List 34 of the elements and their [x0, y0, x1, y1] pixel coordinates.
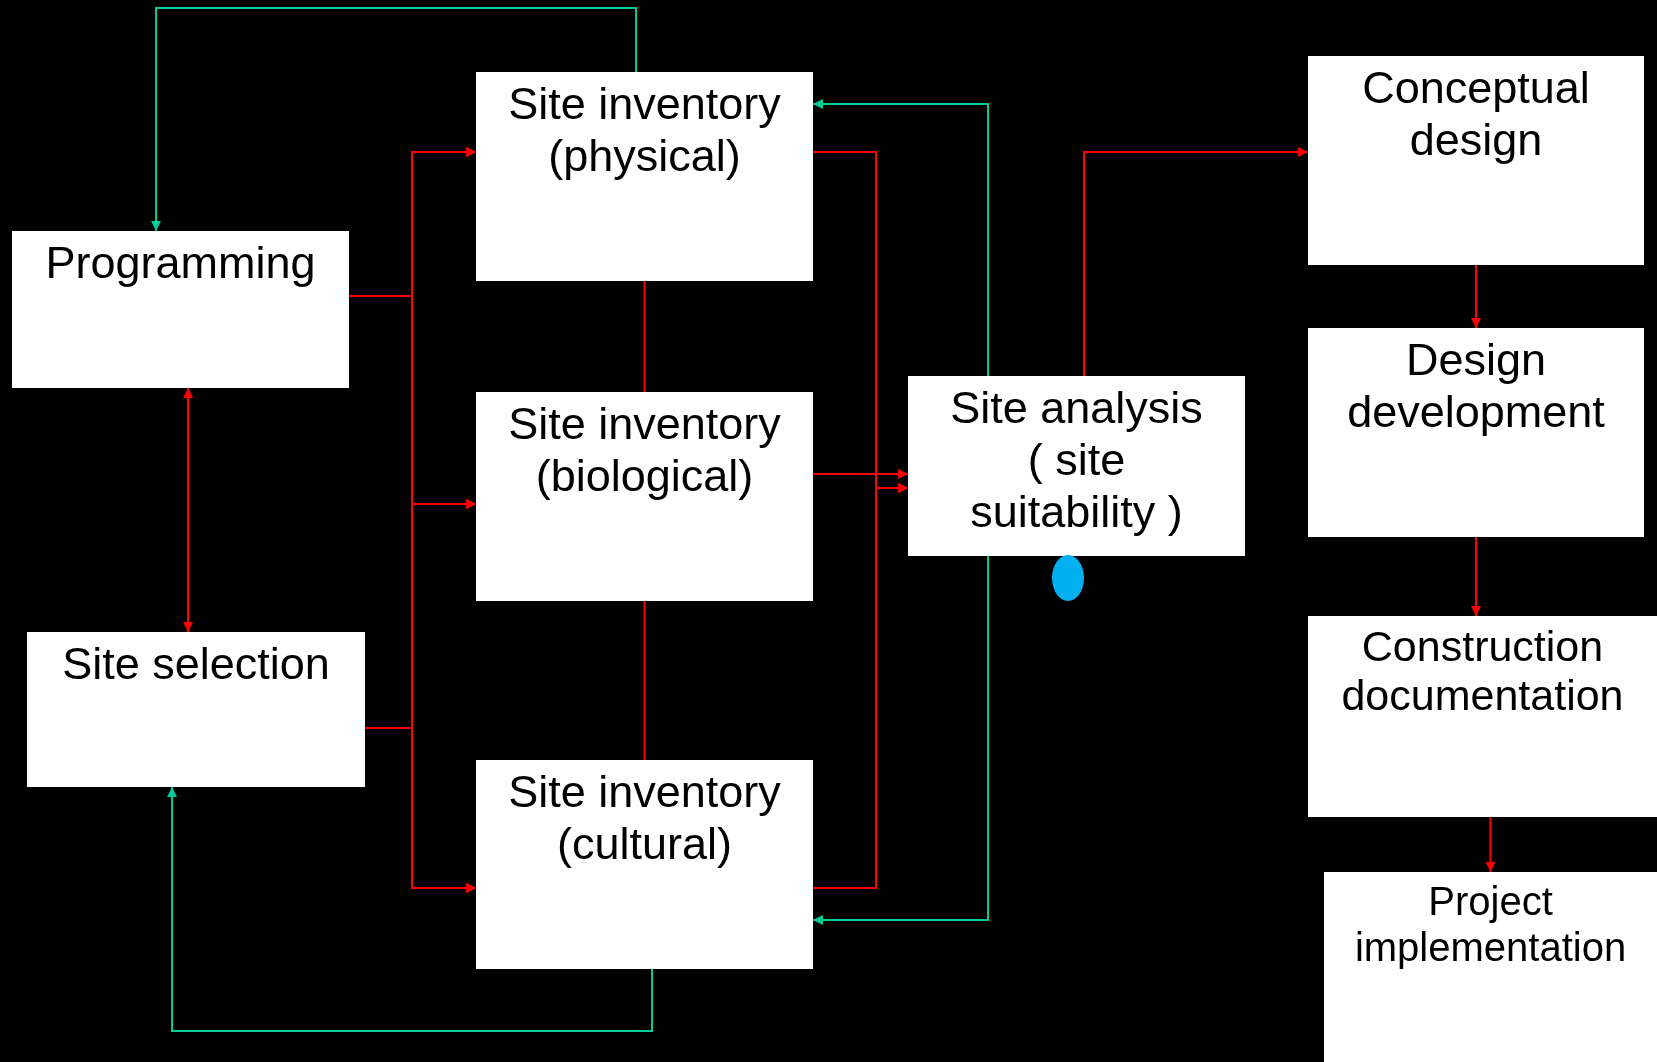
arrow	[1471, 264, 1481, 329]
process-box	[476, 760, 813, 969]
process-box	[476, 72, 813, 281]
arrow	[167, 786, 653, 1032]
box-label: Conceptual design	[1361, 61, 1591, 166]
process-box	[1324, 872, 1657, 1062]
process-box	[476, 392, 813, 601]
box-label: Design development	[1346, 333, 1606, 438]
box-label: Site inventory (physical)	[507, 77, 782, 182]
process-box	[1308, 56, 1644, 265]
process-box	[27, 632, 365, 787]
arrow	[364, 727, 477, 893]
arrow	[812, 483, 909, 889]
arrow	[812, 555, 989, 925]
box-label: Site selection	[61, 637, 331, 690]
process-box	[1308, 328, 1644, 537]
box-label: Site inventory (biological)	[507, 397, 782, 502]
box-label: Project implementation	[1353, 878, 1628, 970]
arrow	[1485, 816, 1496, 873]
arrow	[812, 99, 989, 377]
box-label: Site inventory (cultural)	[507, 765, 782, 870]
box-label: Site analysis ( site suitability )	[949, 381, 1204, 538]
arrow	[1471, 536, 1481, 617]
connector-line	[643, 600, 646, 761]
process-box	[908, 376, 1245, 556]
arrow	[1083, 147, 1309, 377]
box-label: Construction documentation	[1340, 621, 1625, 721]
process-box	[12, 231, 349, 388]
arrow	[183, 387, 193, 633]
process-box	[1308, 616, 1657, 817]
connector-line	[643, 280, 646, 393]
box-label: Programming	[44, 236, 317, 289]
arrow	[151, 7, 637, 232]
arrow	[812, 469, 909, 479]
